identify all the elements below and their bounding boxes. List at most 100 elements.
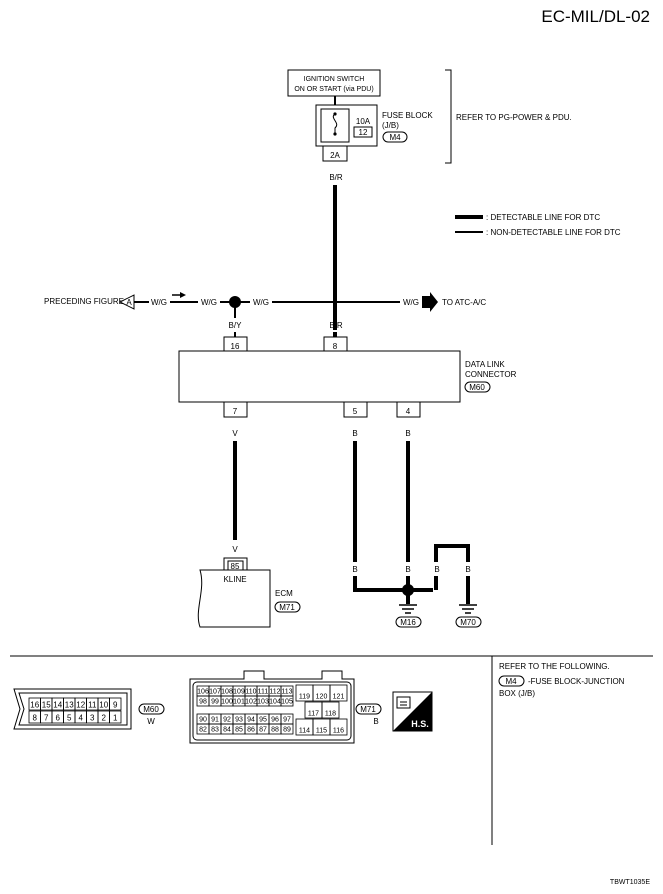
dlc-pin-5: 5	[353, 407, 358, 416]
pin-number: 119	[299, 694, 310, 701]
pin-cell	[109, 697, 122, 711]
ignition-line2: ON OR START (via PDU)	[294, 86, 373, 93]
dlc-label-line1: DATA LINK	[465, 360, 505, 369]
footer-code: TBWT1035E	[610, 879, 650, 886]
pin-number: 13	[65, 701, 74, 710]
pin-number: 111	[258, 689, 269, 696]
pin-number: 110	[245, 689, 256, 696]
pin-number: 102	[245, 699, 257, 706]
ground-label-m16: M16	[400, 618, 416, 627]
fuse-terminal-2a: 2A	[330, 151, 340, 160]
legend-detectable: : DETECTABLE LINE FOR DTC	[486, 213, 600, 222]
dlc-label-line2: CONNECTOR	[465, 370, 517, 379]
pin-cell	[321, 701, 340, 719]
pin-number: 103	[257, 699, 269, 706]
to-atc-label: TO ATC-A/C	[442, 298, 486, 307]
dlc-pin-8: 8	[333, 342, 338, 351]
pin-number: 113	[281, 689, 292, 696]
pin-cell	[280, 723, 294, 735]
pin-number: 6	[56, 714, 61, 723]
pin-number: 105	[281, 699, 293, 706]
pin-number: 121	[333, 694, 345, 701]
m71-face-label: M71	[360, 705, 376, 714]
pin-number: 118	[325, 711, 336, 718]
pin-number: 91	[211, 717, 219, 724]
wire-label-v2: V	[232, 545, 238, 554]
refer-bracket	[445, 69, 452, 164]
pin-number: 114	[299, 728, 310, 735]
wire-label-wg3: W/G	[253, 298, 269, 307]
dlc-connector-m60: M60	[469, 383, 485, 392]
pin-number: 106	[197, 689, 209, 696]
pin-number: 7	[44, 714, 49, 723]
m71-face-color: B	[373, 717, 378, 726]
harness-side-icon: H.S.	[392, 691, 433, 732]
ecm: 85 KLINE ECM M71	[197, 557, 301, 628]
ecm-connector-m71: M71	[279, 603, 295, 612]
refer-following-title: REFER TO THE FOLLOWING.	[499, 662, 610, 671]
wire-label-br-mid: B/R	[329, 321, 343, 330]
pin-number: 14	[53, 701, 62, 710]
ecm-pin-85: 85	[231, 562, 240, 571]
pin-number: 116	[333, 728, 344, 735]
refer-conn-m4: M4	[505, 677, 517, 686]
pin-number: 100	[221, 699, 233, 706]
wire-label-v1: V	[232, 429, 238, 438]
pin-number: 96	[271, 717, 279, 724]
ecm-name: ECM	[275, 589, 293, 598]
ground-m70: M70	[455, 604, 482, 628]
pin-number: 97	[283, 717, 291, 724]
wire-label-br-top: B/R	[329, 173, 343, 182]
pin-number: 4	[79, 714, 84, 723]
pin-number: 95	[259, 717, 267, 724]
pin-number: 90	[199, 717, 207, 724]
flow-arrow-icon	[180, 292, 186, 298]
wire-label-b5: B	[434, 565, 439, 574]
pin-number: 83	[211, 727, 219, 734]
refer-line1: -FUSE BLOCK-JUNCTION	[528, 677, 625, 686]
pin-number: 104	[269, 699, 281, 706]
pin-cell	[280, 695, 294, 707]
pin-cell	[329, 718, 348, 736]
preceding-figure-label: PRECEDING FIGURE	[44, 297, 124, 306]
wire-label-wg1: W/G	[151, 298, 167, 307]
refer-pg-power: REFER TO PG-POWER & PDU.	[456, 113, 572, 122]
pin-number: 98	[199, 699, 207, 706]
dlc-pin-4: 4	[406, 407, 411, 416]
wire-label-wg4: W/G	[403, 298, 419, 307]
pin-number: 82	[199, 727, 207, 734]
data-link-connector: 16 8 DATA LINK CONNECTOR M60 7 5 4	[178, 336, 517, 418]
pin-number: 9	[113, 701, 118, 710]
wire-label-b1: B	[352, 429, 357, 438]
ignition-line1: IGNITION SWITCH	[304, 76, 365, 83]
dlc-pin-7: 7	[233, 407, 238, 416]
pin-number: 10	[99, 701, 108, 710]
pin-number: 92	[223, 717, 231, 724]
pin-number: 1	[113, 714, 118, 723]
preceding-ref: A	[126, 298, 132, 307]
dlc-pin-16: 16	[231, 342, 240, 351]
m60-face-label: M60	[143, 705, 159, 714]
pin-number: 8	[33, 714, 38, 723]
pin-number: 99	[211, 699, 219, 706]
pin-number: 85	[235, 727, 243, 734]
ground-label-m70: M70	[460, 618, 476, 627]
to-atc-arrow-icon	[422, 292, 438, 312]
fuse-block: 10A 12 FUSE BLOCK (J/B) M4 2A	[315, 104, 433, 162]
pin-number: 120	[316, 694, 328, 701]
page-title: EC-MIL/DL-02	[541, 7, 650, 26]
pin-number: 87	[259, 727, 267, 734]
wire-label-b4: B	[405, 565, 410, 574]
pin-number: 115	[316, 728, 327, 735]
pin-number: 5	[67, 714, 72, 723]
pin-number: 2	[102, 714, 107, 723]
fuse-block-sub: (J/B)	[382, 121, 399, 130]
wire-label-by: B/Y	[229, 321, 243, 330]
pin-number: 3	[90, 714, 95, 723]
pin-number: 101	[233, 699, 245, 706]
wire-label-b6: B	[465, 565, 470, 574]
pin-number: 16	[30, 701, 39, 710]
fuse-connector-m4: M4	[389, 133, 401, 142]
